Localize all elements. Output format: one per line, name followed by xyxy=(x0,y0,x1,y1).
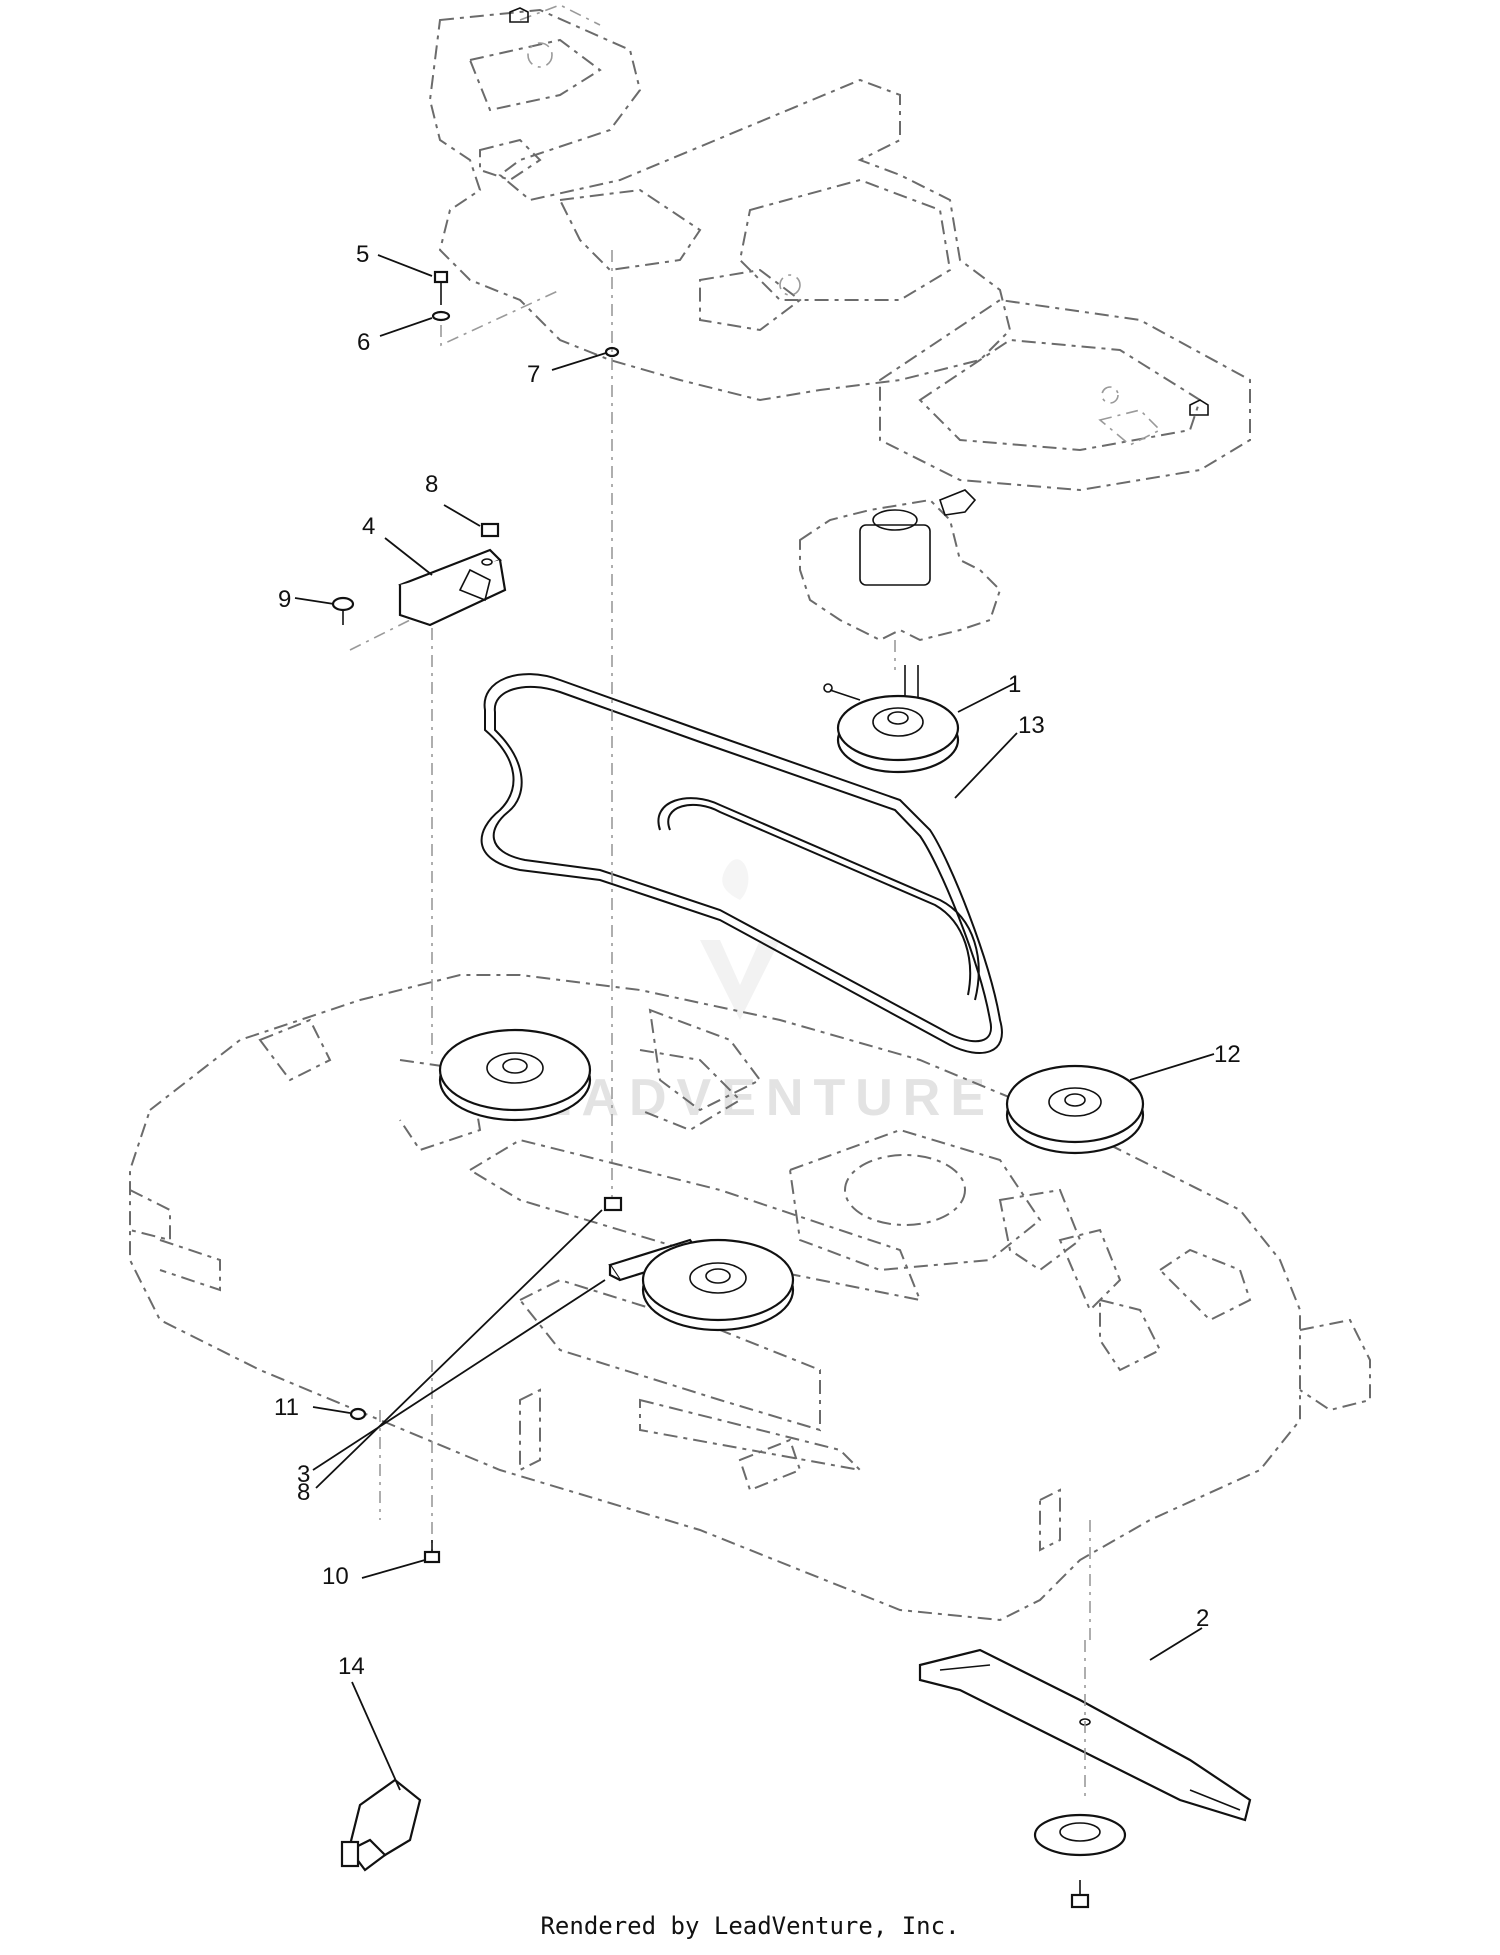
part-grease-tube xyxy=(340,1778,422,1872)
part-blade xyxy=(918,1640,1252,1822)
part-belt xyxy=(480,673,1003,1054)
deck-pulley-left xyxy=(438,1028,592,1122)
watermark-logo xyxy=(700,859,780,1020)
callout-5: 5 xyxy=(356,241,369,268)
part-clutch-pulley xyxy=(823,665,960,774)
callout-12: 12 xyxy=(1214,1041,1241,1068)
part-pulley-12 xyxy=(1005,1064,1145,1155)
part-bolt-5-washer-6 xyxy=(431,270,561,347)
frame-phantom xyxy=(428,4,1251,492)
callout-13: 13 xyxy=(1018,712,1045,739)
callouts: 5 6 7 8 4 9 1 13 12 8 11 3 10 2 14 xyxy=(274,241,1241,1680)
part-bracket xyxy=(398,548,507,1060)
deck-pulley-center xyxy=(603,1196,795,1332)
callout-4: 4 xyxy=(362,513,375,540)
callout-1: 1 xyxy=(1008,671,1021,698)
callout-6: 6 xyxy=(357,329,370,356)
part-bolt-10 xyxy=(423,1540,441,1564)
callout-2: 2 xyxy=(1196,1605,1209,1632)
callout-11: 11 xyxy=(274,1394,299,1421)
callout-3: 3 xyxy=(297,1461,310,1488)
footer-credit: Rendered by LeadVenture, Inc. xyxy=(540,1912,960,1940)
callout-8-bottom: 8 xyxy=(297,1479,310,1506)
callout-8-top: 8 xyxy=(425,471,438,498)
callout-14: 14 xyxy=(338,1653,365,1680)
gearbox xyxy=(799,489,1002,670)
leader-lines xyxy=(294,254,1215,1791)
part-bolt-9 xyxy=(331,596,411,651)
blade-washer-and-bolt xyxy=(1033,1813,1127,1909)
callout-10: 10 xyxy=(322,1563,349,1590)
part-plate-top xyxy=(480,522,500,538)
part-nut-11 xyxy=(349,1407,367,1421)
part-plate-8b xyxy=(603,1196,623,1212)
callout-7: 7 xyxy=(527,361,540,388)
callout-9: 9 xyxy=(278,586,291,613)
